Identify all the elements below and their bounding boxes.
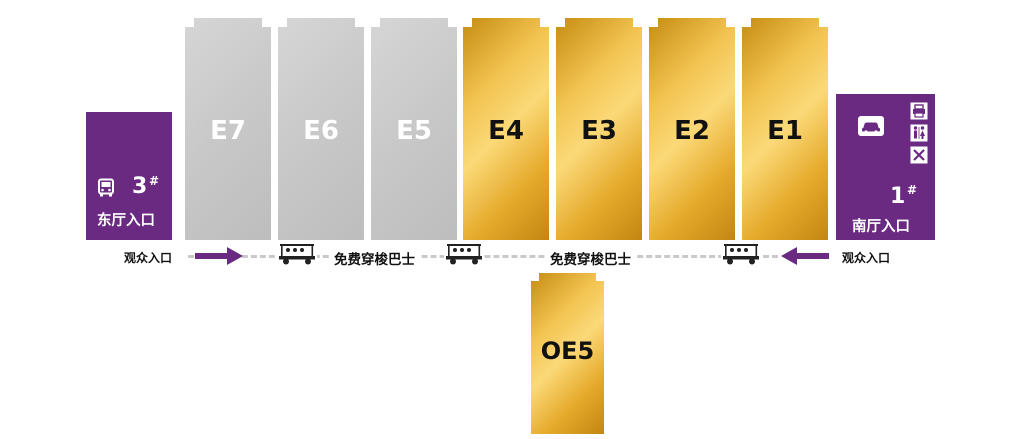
entrance-hash: # (149, 174, 160, 188)
hall-e7[interactable]: E7 (185, 18, 271, 240)
entrance-number: 3 (132, 174, 148, 199)
hall-e6[interactable]: E6 (278, 18, 364, 240)
hall-label: OE5 (540, 337, 595, 365)
hall-label: E6 (303, 116, 339, 146)
hall-label: E1 (767, 116, 803, 146)
hall-oe5[interactable]: OE5 (531, 273, 604, 434)
shuttle-cart-icon (277, 242, 317, 266)
hall-label: E7 (210, 116, 246, 146)
close-icon (910, 146, 928, 164)
audience-entry-right: 观众入口 (842, 251, 891, 265)
hall-e2[interactable]: E2 (649, 18, 735, 240)
hall-label: E2 (674, 116, 710, 146)
entrance-name: 南厅入口 (852, 219, 910, 235)
hall-e4[interactable]: E4 (463, 18, 549, 240)
arrow-right-icon (195, 247, 243, 265)
entrance-name: 东厅入口 (97, 213, 155, 229)
shuttle-label-left: 免费穿梭巴士 (330, 248, 419, 268)
car-icon (858, 116, 884, 136)
south-entrance[interactable]: 1 # 南厅入口 (836, 94, 935, 240)
arrow-left-icon (781, 247, 829, 265)
entrance-number: 1 (890, 184, 906, 209)
audience-entry-left: 观众入口 (124, 251, 173, 265)
hall-e5[interactable]: E5 (371, 18, 457, 240)
shuttle-cart-icon (444, 242, 484, 266)
entrance-hash: # (907, 183, 918, 197)
shuttle-cart-icon (721, 242, 761, 266)
hall-label: E4 (488, 116, 524, 146)
shuttle-label-right: 免费穿梭巴士 (546, 248, 635, 268)
bus-icon (98, 178, 114, 197)
hall-label: E3 (581, 116, 617, 146)
restroom-icon (910, 124, 928, 142)
hall-label: E5 (396, 116, 432, 146)
printer-icon (910, 102, 928, 120)
east-entrance[interactable]: 3 # 东厅入口 (86, 112, 172, 240)
hall-e1[interactable]: E1 (742, 18, 828, 240)
hall-e3[interactable]: E3 (556, 18, 642, 240)
